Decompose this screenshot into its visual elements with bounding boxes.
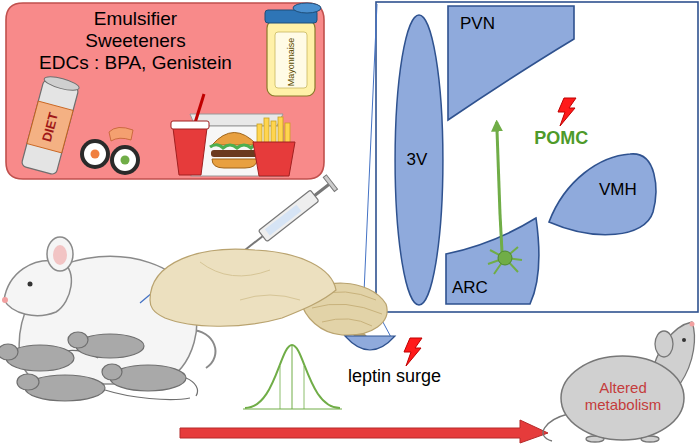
icon <box>488 214 522 274</box>
label-text: Mayonnaise <box>286 38 296 87</box>
node-text: Emulsifier <box>13 8 258 30</box>
nucleus-region: VMH <box>545 150 659 240</box>
node-text: Sweeteners <box>13 30 258 52</box>
can-label: DIET <box>39 111 61 143</box>
lightning <box>404 338 422 366</box>
lightning <box>558 98 576 126</box>
annotation: leptin surge <box>348 366 441 387</box>
time-arrow <box>180 420 548 443</box>
node-text: VMH <box>599 180 637 200</box>
edge-label: POMC <box>534 128 588 148</box>
node-text: PVN <box>460 14 495 34</box>
brain <box>150 249 395 350</box>
ingredient-box: EmulsifierSweetenersEDCs : BPA, Genistei… <box>5 2 325 180</box>
label-text: leptin surge <box>348 366 441 386</box>
adult-mouse <box>543 322 694 443</box>
edge-label-box: POMC <box>534 128 588 149</box>
node-text: Altered metabolism <box>578 379 668 414</box>
nucleus-region: ARC <box>444 214 550 306</box>
node-text: ARC <box>452 278 488 298</box>
pups <box>0 332 198 401</box>
jar-label: Mayonnaise <box>286 38 296 87</box>
node-text: EDCs : BPA, Genistein <box>13 52 258 74</box>
nucleus-region: PVN <box>446 4 576 122</box>
axon-arrow <box>497 122 500 214</box>
node-text: 3V <box>394 150 440 170</box>
bell-curve <box>243 345 342 409</box>
zoom-frame <box>376 2 698 312</box>
pipette <box>238 175 337 258</box>
mouse-body: Altered metabolism <box>560 355 685 441</box>
label-text: DIET <box>39 111 61 143</box>
ventricle-region: 3V <box>394 14 444 306</box>
